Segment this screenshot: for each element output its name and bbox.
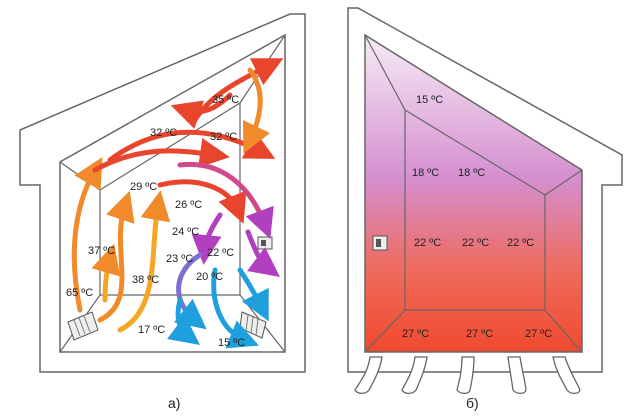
temp-label: 27 ºC xyxy=(525,328,552,340)
temp-label: 27 ºC xyxy=(466,328,493,340)
thermostat-icon xyxy=(257,236,273,250)
temp-label: 37 ºC xyxy=(88,245,115,257)
temp-label: 26 ºC xyxy=(175,199,202,211)
temp-label: 20 ºC xyxy=(196,271,223,283)
temp-label: 23 ºC xyxy=(166,253,193,265)
caption-a: а) xyxy=(168,395,180,411)
temp-label: 32 ºC xyxy=(210,131,237,143)
room-b-edge xyxy=(364,34,406,111)
room-b-edge xyxy=(544,169,583,196)
diagram-a: 35 ºC 32 ºC 32 ºC 29 ºC 26 ºC 24 ºC 37 º… xyxy=(19,13,306,411)
temp-label: 22 ºC xyxy=(507,237,534,249)
temp-label: 22 ºC xyxy=(462,237,489,249)
convection-arrows xyxy=(71,58,284,349)
thermostat-icon xyxy=(372,235,388,251)
temp-label: 24 ºC xyxy=(172,226,199,238)
temp-label: 22 ºC xyxy=(414,237,441,249)
room-b-edge xyxy=(544,309,583,353)
temp-label: 17 ºC xyxy=(138,324,165,336)
temp-label: 27 ºC xyxy=(402,328,429,340)
temp-label: 15 ºC xyxy=(218,337,245,349)
temp-label: 29 ºC xyxy=(130,181,157,193)
temp-label: 22 ºC xyxy=(207,247,234,259)
radiator-left-icon xyxy=(67,311,99,341)
room-b-edge xyxy=(364,309,406,353)
temp-label: 65 ºC xyxy=(66,287,93,299)
temp-label: 35 ºC xyxy=(212,94,239,106)
underfloor-heating-pipes xyxy=(354,356,581,395)
temp-label: 18 ºC xyxy=(458,167,485,179)
temp-label: 15 ºC xyxy=(416,94,443,106)
diagram-b: 15 ºC 18 ºC 18 ºC 22 ºC 22 ºC 22 ºC 27 º… xyxy=(347,7,623,411)
temp-label: 38 ºC xyxy=(132,274,159,286)
temp-label: 32 ºC xyxy=(150,127,177,139)
temp-label: 18 ºC xyxy=(412,167,439,179)
caption-b: б) xyxy=(466,395,479,411)
